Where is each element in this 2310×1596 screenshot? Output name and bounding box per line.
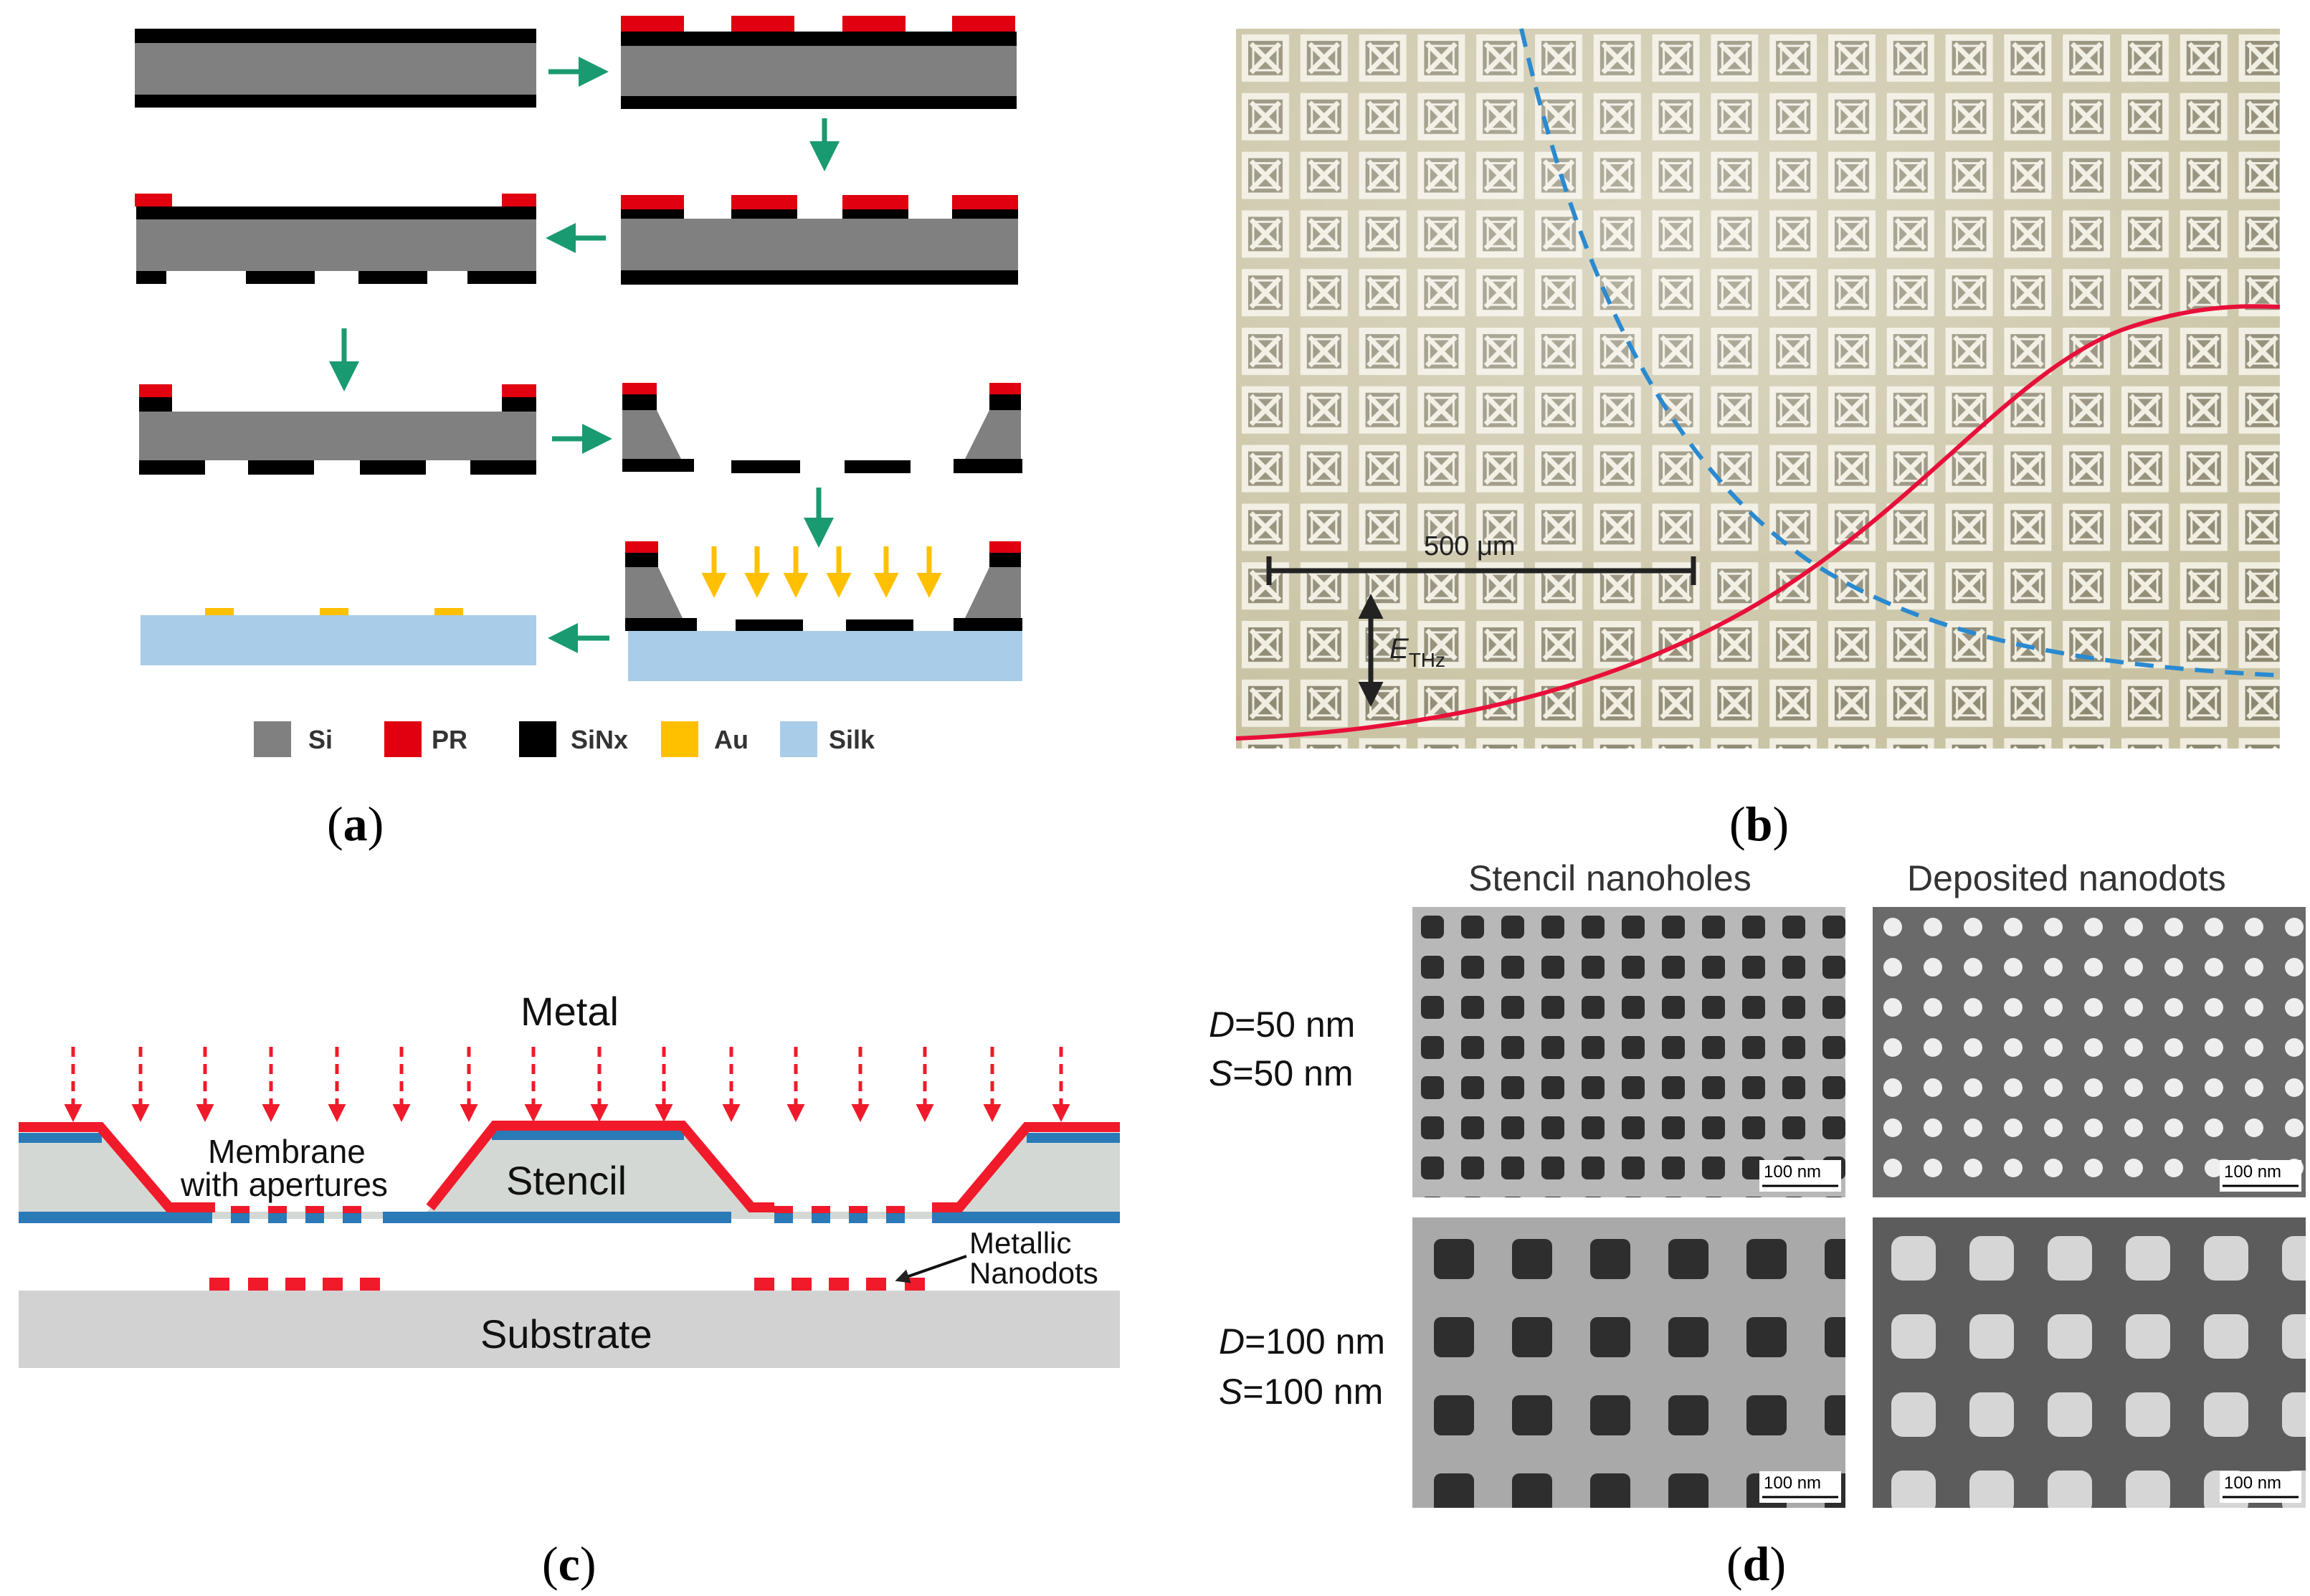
legend-swatch-pr (384, 721, 422, 757)
wafer-step-7 (625, 541, 1022, 681)
panel-label-c: (c) (542, 1536, 596, 1591)
panel-a-legend: Si PR SiNx Au Silk (254, 721, 875, 757)
panel-a-process-diagram: Si PR SiNx Au Silk (135, 16, 1022, 757)
field-label: ETHz (1389, 633, 1445, 671)
svg-text:100 nm: 100 nm (2224, 1473, 2281, 1493)
metal-label: Metal (521, 989, 619, 1034)
col-header-stencil: Stencil nanoholes (1468, 858, 1751, 898)
svg-text:100 nm: 100 nm (1764, 1473, 1821, 1493)
panel-b-metamaterial-micrograph: 500 μm ETHz (1235, 28, 2281, 749)
row2-d-label: D=100 nm (1219, 1321, 1385, 1362)
nanodots-label-1: Metallic (969, 1226, 1071, 1260)
legend-label-sinx: SiNx (571, 725, 628, 754)
membrane-label-1: Membrane (208, 1133, 366, 1170)
col-header-nanodots: Deposited nanodots (1907, 858, 2226, 898)
wafer-step-2 (621, 16, 1017, 109)
legend-swatch-si (254, 721, 291, 757)
legend-swatch-au (661, 721, 698, 757)
legend-swatch-silk (780, 721, 817, 757)
sem-stencil-50 (1412, 907, 1845, 1197)
sem-scale-bars: 100 nm 100 nm 100 nm 100 nm (1759, 1160, 2301, 1503)
legend-label-pr: PR (432, 725, 467, 754)
row2-s-label: S=100 nm (1219, 1372, 1383, 1412)
panel-d-sem-images: Stencil nanoholes Deposited nanodots 100… (1209, 858, 2306, 1508)
legend-label-au: Au (714, 725, 748, 754)
sem-stencil-100 (1412, 1217, 1845, 1508)
panel-label-b: (b) (1729, 797, 1789, 851)
membrane-with-apertures (19, 1212, 1120, 1223)
svg-text:100 nm: 100 nm (1764, 1162, 1821, 1182)
membrane-label-2: with apertures (180, 1166, 388, 1203)
panel-label-a: (a) (327, 797, 384, 851)
nanodots-label-2: Nanodots (969, 1256, 1098, 1290)
wafer-step-6 (622, 383, 1022, 473)
sem-nanodots-50 (1873, 907, 2306, 1197)
wafer-step-3 (621, 195, 1018, 285)
metal-flux-arrows (64, 1047, 1070, 1122)
legend-swatch-sinx (519, 721, 556, 757)
legend-label-silk: Silk (829, 725, 875, 754)
stencil-label: Stencil (506, 1158, 627, 1203)
row1-d-label: D=50 nm (1209, 1004, 1355, 1045)
sem-nanodots-100 (1873, 1217, 2306, 1508)
nanodots-pointer (895, 1255, 967, 1283)
wafer-step-1 (135, 29, 536, 108)
wafer-step-4 (135, 194, 536, 284)
metallic-nanodots (209, 1278, 925, 1291)
panel-c-stencil-diagram: Metal (19, 989, 1120, 1368)
legend-label-si: Si (308, 725, 333, 754)
scale-bar: 500 μm (1266, 531, 1696, 585)
row1-s-label: S=50 nm (1209, 1053, 1354, 1093)
solid-field-curve (1235, 304, 2281, 741)
wafer-step-5 (139, 384, 536, 475)
deposited-metal-layer (19, 1122, 215, 1212)
scale-bar-label: 500 μm (1424, 531, 1516, 561)
svg-text:100 nm: 100 nm (2224, 1162, 2281, 1182)
substrate (19, 1291, 1120, 1368)
wafer-step-8 (141, 608, 536, 665)
field-polarization-arrow: ETHz (1358, 594, 1445, 707)
substrate-label: Substrate (480, 1311, 652, 1357)
panel-label-d: (d) (1726, 1536, 1786, 1591)
dashed-field-curve (1519, 28, 2281, 678)
stencil-body (19, 1130, 1120, 1219)
